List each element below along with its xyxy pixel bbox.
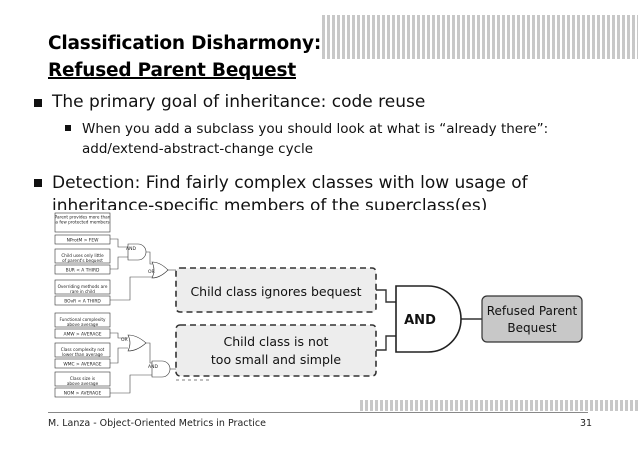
bullet-square-icon [65,125,71,131]
result-text-line1: Refused Parent [487,304,578,318]
footer-author: M. Lanza - Object-Oriented Metrics in Pr… [48,418,266,429]
result-text-line2: Bequest [507,321,556,335]
decorative-stripes-bottom [360,400,638,411]
sub-bullet-subclass: When you add a subclass you should look … [65,119,552,159]
gate-label: AND [404,313,436,328]
page-number: 31 [580,418,593,429]
title-line-1: Classification Disharmony: [48,33,322,54]
box-metric: BUR < A THIRD [66,268,100,274]
gate-or-small-2: OR [121,334,147,352]
gate-and-big: AND [395,285,462,353]
gate-and-small-2: AND [148,360,171,378]
dashed-box-text-line1: Child class is not [224,334,329,349]
gate-label: OR [121,337,128,343]
bullet-square-icon [34,179,42,187]
bullet-inheritance-goal: The primary goal of inheritance: code re… [34,92,426,112]
gate-or-small-1: OR [148,261,169,279]
footer-divider [48,412,588,413]
gate-label: AND [148,364,158,370]
title-line-2: Refused Parent Bequest [48,60,296,81]
bullet-square-icon [34,99,42,107]
result-box-refused-parent-bequest: Refused Parent Bequest [481,295,583,343]
dashed-box-child-ignores-bequest: Child class ignores bequest [175,267,377,313]
decorative-stripes-top [322,15,638,59]
gate-label: AND [126,246,136,252]
box-metric: WMC > AVERAGE [63,362,101,368]
dashed-box-text-line2: too small and simple [211,352,341,367]
dashed-box-child-not-small: Child class is not too small and simple [175,324,377,377]
gate-label: OR [148,269,155,275]
dashed-box-text: Child class ignores bequest [190,284,361,299]
box-metric: AMW > AVERAGE [63,332,101,338]
box-metric: NOM > AVERAGE [64,391,102,397]
box-metric: NProtM > FEW [67,238,100,244]
box-metric: BOvR < A THIRD [64,299,101,305]
connector-lines [110,238,176,394]
bullet-text: The primary goal of inheritance: code re… [52,92,426,112]
sub-bullet-text: When you add a subclass you should look … [82,121,549,157]
gate-and-small-1: AND [126,243,147,261]
slide-title: Classification Disharmony: Refused Paren… [48,30,321,84]
